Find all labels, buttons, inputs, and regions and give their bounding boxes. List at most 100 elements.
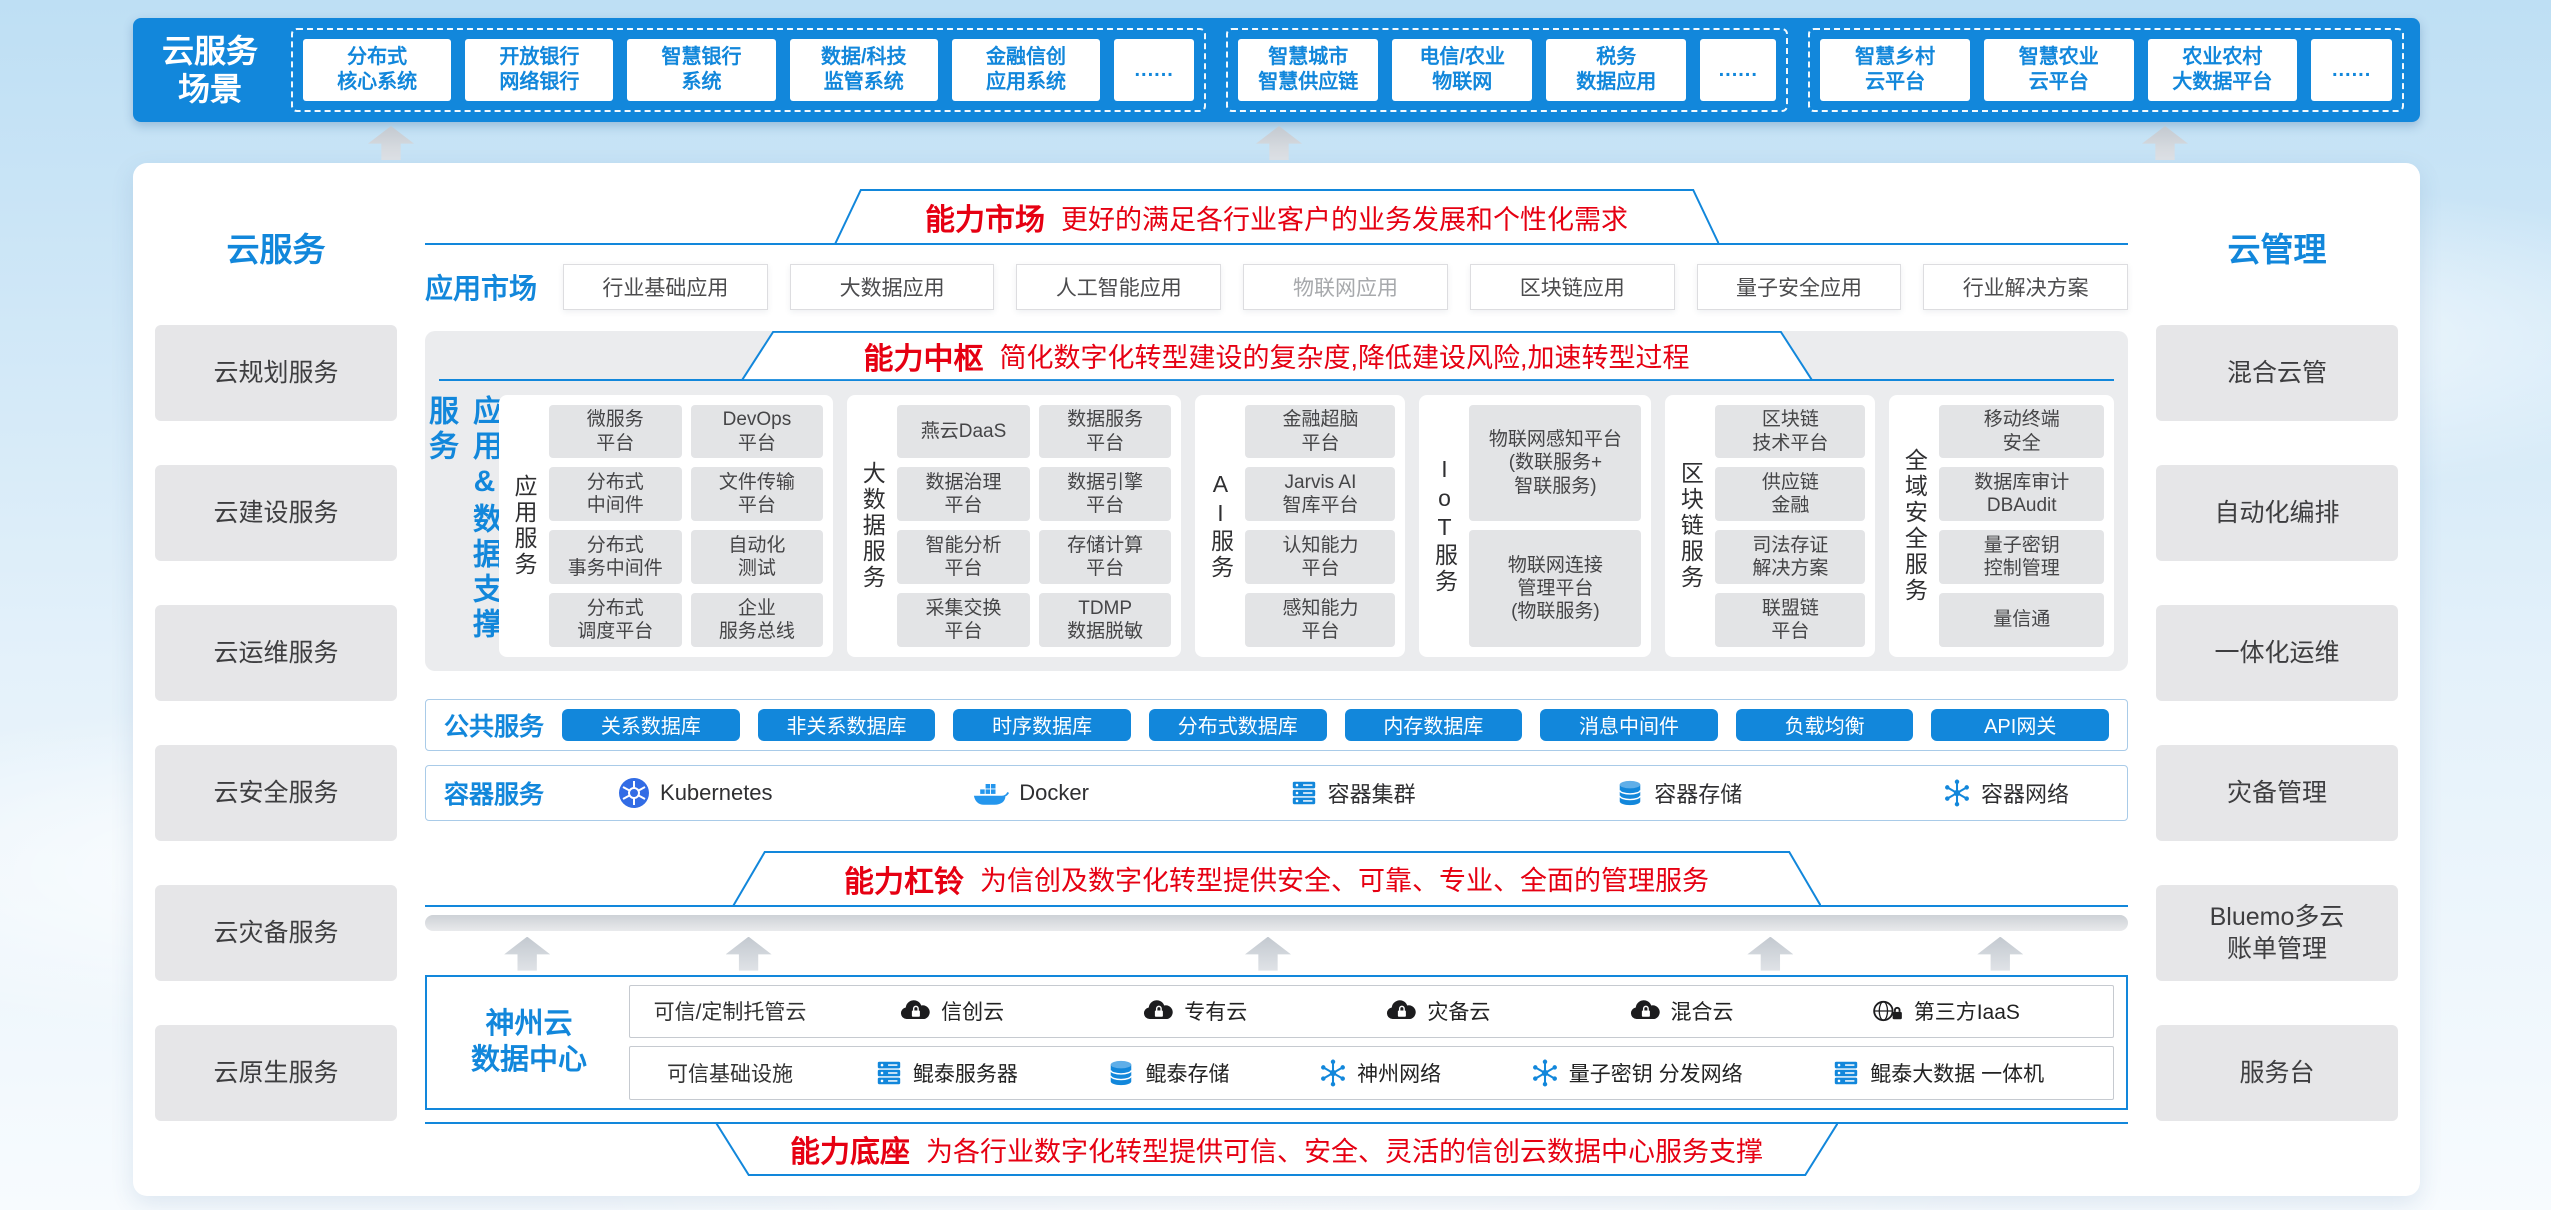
public-service-pill: 内存数据库 xyxy=(1344,708,1523,741)
banner-text: 能力市场 更好的满足各行业客户的业务发展和个性化需求 xyxy=(834,189,1720,245)
public-services-row: 公共服务 关系数据库 非关系数据库 时序数据库 分布式数据库 内存数据库 消息中… xyxy=(425,698,2128,751)
banner-desc: 为信创及数字化转型提供安全、可靠、专业、全面的管理服务 xyxy=(980,866,1709,897)
sidebar-item-cloud-operations: 云运维服务 xyxy=(155,605,397,701)
banner-capability-hub: 能力中枢 简化数字化转型建设的复杂度,降低建设风险,加速转型过程 xyxy=(439,331,2114,381)
service-chip: 企业 服务总线 xyxy=(690,592,824,647)
hub-side-label: 应用&数据支撑服务 xyxy=(424,394,501,643)
network-icon xyxy=(1319,1059,1347,1087)
ribbon-shape-icon xyxy=(741,331,1813,381)
service-chip: 金融超脑 平台 xyxy=(1245,404,1396,459)
service-chip: 存储计算 平台 xyxy=(1038,530,1172,584)
cloud-management-sidebar: 云管理 混合云管 自动化编排 一体化运维 灾备管理 Bluemo多云 账单管理 … xyxy=(2156,183,2398,1176)
scenario-group-finance: 分布式 核心系统 开放银行 网络银行 智慧银行 系统 数据/科技 监管系统 金融… xyxy=(291,28,1207,112)
service-chip: DevOps 平台 xyxy=(690,404,824,459)
public-service-pill: 时序数据库 xyxy=(953,708,1131,741)
banner-capability-base: 能力底座 为各行业数字化转型提供可信、安全、灵活的信创云数据中心服务支撑 xyxy=(425,1122,2128,1176)
app-market-row: 应用市场 行业基础应用 大数据应用 人工智能应用 物联网应用 区块链应用 量子安… xyxy=(425,263,2129,311)
divider-band xyxy=(425,914,2128,931)
app-market-item: 物联网应用 xyxy=(1243,263,1448,310)
mid-arrows-row xyxy=(425,935,2128,973)
service-chip: 量子密钥 控制管理 xyxy=(1939,530,2104,584)
service-chip: 数据治理 平台 xyxy=(897,467,1030,522)
card-app-services: 应用服务 微服务 平台 DevOps 平台 分布式 中间件 文件传输 平台 分布… xyxy=(499,394,834,657)
service-chip: 文件传输 平台 xyxy=(690,467,824,522)
dc-item-xinchuang-cloud: 信创云 xyxy=(899,996,1004,1026)
scenario-item: 开放银行 网络银行 xyxy=(465,39,614,101)
banner-title: 能力底座 xyxy=(790,1136,910,1169)
dc-item-dr-cloud: 灾备云 xyxy=(1385,996,1490,1026)
dc-item-private-cloud: 专有云 xyxy=(1142,996,1247,1026)
cluster-server-icon xyxy=(1290,779,1318,807)
app-market-label: 应用市场 xyxy=(425,272,538,304)
kubernetes-icon xyxy=(618,777,650,809)
public-service-pill: 关系数据库 xyxy=(562,708,740,741)
card-grid: 区块链 技术平台 供应链 金融 司法存证 解决方案 联盟链 平台 xyxy=(1715,404,1866,647)
ribbon-shape-icon xyxy=(715,1122,1839,1176)
cloud-lock-icon xyxy=(1142,999,1174,1023)
banner-title: 能力杠铃 xyxy=(844,865,964,899)
server-icon xyxy=(875,1059,903,1087)
sidebar-item-hybrid-cloud-mgmt: 混合云管 xyxy=(2156,325,2398,421)
service-chip: 智能分析 平台 xyxy=(897,530,1030,584)
container-item-cluster: 容器集群 xyxy=(1290,777,1416,809)
banner-desc: 为各行业数字化转型提供可信、安全、灵活的信创云数据中心服务支撑 xyxy=(926,1136,1763,1167)
service-chip: 分布式 事务中间件 xyxy=(549,530,682,584)
dc-item-label: 灾备云 xyxy=(1427,1001,1491,1025)
sidebar-item-integrated-ops: 一体化运维 xyxy=(2156,605,2398,701)
card-label: IoT服务 xyxy=(1431,456,1458,596)
globe-lock-icon xyxy=(1872,999,1904,1023)
sidebar-item-cloud-dr: 云灾备服务 xyxy=(155,885,397,981)
banner-capability-barbell: 能力杠铃 为信创及数字化转型提供安全、可靠、专业、全面的管理服务 xyxy=(425,851,2128,907)
card-grid: 燕云DaaS 数据服务 平台 数据治理 平台 数据引擎 平台 智能分析 平台 存… xyxy=(897,404,1172,647)
banner-ribbon: 能力杠铃 为信创及数字化转型提供安全、可靠、专业、全面的管理服务 xyxy=(732,851,1822,907)
container-item-docker: Docker xyxy=(973,779,1089,807)
dc-item-shenzhou-network: 神州网络 xyxy=(1319,1058,1441,1088)
card-blockchain-services: 区块链服务 区块链 技术平台 供应链 金融 司法存证 解决方案 联盟链 平台 xyxy=(1665,394,1876,657)
card-label: 应用服务 xyxy=(511,473,537,578)
ribbon-shape-icon xyxy=(732,851,1822,907)
service-chip: 移动终端 安全 xyxy=(1939,404,2104,459)
dc-item-label: 鲲泰服务器 xyxy=(912,1063,1018,1087)
card-label: 全域安全服务 xyxy=(1901,447,1928,604)
up-arrow-icon xyxy=(1747,936,1794,971)
scenario-item: 金融信创 应用系统 xyxy=(951,39,1101,101)
card-grid: 物联网感知平台 (数联服务+ 智联服务) 物联网连接 管理平台 (物联服务) xyxy=(1469,404,1642,647)
dc-item-label: 专有云 xyxy=(1184,1001,1248,1025)
cloud-lock-icon xyxy=(1385,999,1417,1023)
cloud-lock-icon xyxy=(899,999,931,1023)
service-chip: 联盟链 平台 xyxy=(1715,592,1866,647)
container-services-label: 容器服务 xyxy=(444,780,545,809)
network-icon xyxy=(1531,1059,1559,1087)
scenario-item-ellipsis: ...... xyxy=(1114,39,1195,101)
service-chip: 数据引擎 平台 xyxy=(1038,467,1172,522)
service-chip: 感知能力 平台 xyxy=(1245,592,1396,647)
public-service-pill: API网关 xyxy=(1931,708,2110,741)
service-chip: 分布式 调度平台 xyxy=(549,592,682,647)
server-icon xyxy=(1832,1059,1860,1087)
scenario-item-ellipsis: ...... xyxy=(1700,39,1777,101)
cloud-services-sidebar: 云服务 云规划服务 云建设服务 云运维服务 云安全服务 云灾备服务 云原生服务 xyxy=(155,183,397,1176)
service-chip: 认知能力 平台 xyxy=(1245,530,1396,584)
sidebar-item-cloud-planning: 云规划服务 xyxy=(155,325,397,421)
banner-desc: 简化数字化转型建设的复杂度,降低建设风险,加速转型过程 xyxy=(999,343,1690,374)
banner-ribbon: 能力中枢 简化数字化转型建设的复杂度,降低建设风险,加速转型过程 xyxy=(741,331,1813,381)
banner-ribbon: 能力市场 更好的满足各行业客户的业务发展和个性化需求 xyxy=(834,189,1720,245)
scenario-item: 智慧农业 云平台 xyxy=(1983,39,2134,101)
capability-hub-section: 能力中枢 简化数字化转型建设的复杂度,降低建设风险,加速转型过程 应用&数据支撑… xyxy=(424,330,2128,671)
app-market-item: 量子安全应用 xyxy=(1696,263,1902,310)
container-item-network: 容器网络 xyxy=(1943,777,2069,809)
app-market-item: 行业解决方案 xyxy=(1923,263,2129,310)
network-icon xyxy=(1943,779,1971,807)
banner-text: 能力中枢 简化数字化转型建设的复杂度,降低建设风险,加速转型过程 xyxy=(741,331,1813,381)
container-item-label: 容器网络 xyxy=(1980,781,2069,807)
up-arrow-icon xyxy=(1977,936,2024,971)
container-item-label: 容器存储 xyxy=(1654,781,1743,807)
service-chip: 燕云DaaS xyxy=(897,404,1030,459)
dc-row-label: 可信基础设施 xyxy=(667,1063,793,1087)
app-market-item: 人工智能应用 xyxy=(1016,263,1222,310)
dc-item-thirdparty-iaas: 第三方IaaS xyxy=(1872,996,2020,1026)
scenario-bar: 云服务 场景 分布式 核心系统 开放银行 网络银行 智慧银行 系统 数据/科技 … xyxy=(133,18,2420,122)
public-service-pill: 负载均衡 xyxy=(1735,708,1914,741)
scenario-item: 电信/农业 物联网 xyxy=(1392,39,1533,101)
app-market-item: 大数据应用 xyxy=(789,263,995,310)
